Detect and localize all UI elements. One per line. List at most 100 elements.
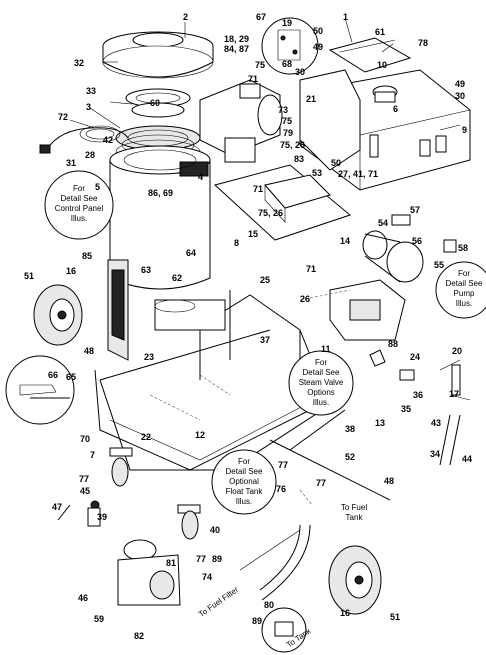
- callout: 77: [316, 478, 326, 488]
- control-panel-box: [107, 259, 129, 361]
- callout: 20: [452, 346, 462, 356]
- callout: 49: [313, 42, 323, 52]
- leader-lines: [69, 17, 461, 506]
- callout: 12: [195, 430, 205, 440]
- callout: 9: [462, 125, 467, 135]
- svg-text:Illus.: Illus.: [313, 398, 329, 407]
- callout: 4: [198, 172, 203, 182]
- label-to-fuel-tank-2: Tank: [346, 513, 364, 522]
- callout: 64: [186, 248, 196, 258]
- callout: 22: [141, 432, 151, 442]
- callout: 38: [345, 424, 355, 434]
- callout: 40: [210, 525, 220, 535]
- svg-text:For: For: [238, 457, 250, 466]
- svg-text:Pump: Pump: [454, 289, 475, 298]
- caster-front: [109, 447, 133, 487]
- callout: 34: [430, 449, 440, 459]
- note-float-tank: For Detail See Optional Float Tank Illus…: [211, 449, 277, 515]
- svg-text:Float Tank: Float Tank: [226, 487, 264, 496]
- callout: 25: [260, 275, 270, 285]
- callout: 23: [144, 352, 154, 362]
- callout: 37: [260, 335, 270, 345]
- callout: 11: [321, 344, 331, 354]
- callout: 36: [413, 390, 423, 400]
- callout: 89: [212, 554, 222, 564]
- callout: 88: [388, 339, 398, 349]
- label-to-fuel-tank: To Fuel: [341, 503, 367, 512]
- callout: 32: [74, 58, 84, 68]
- callout: 30: [295, 67, 305, 77]
- svg-text:Detail See: Detail See: [303, 368, 340, 377]
- control-plate: [213, 164, 352, 241]
- fuel-line: [269, 439, 391, 501]
- callout: 67: [256, 12, 266, 22]
- callout: 48: [84, 346, 94, 356]
- callout: 58: [458, 243, 468, 253]
- callout: 49: [455, 79, 465, 89]
- callout: 42: [103, 135, 113, 145]
- callout: 54: [378, 218, 388, 228]
- callout: 30: [455, 91, 465, 101]
- bracket-detail-inset: [261, 17, 319, 75]
- callout: 66: [48, 370, 58, 380]
- callout: 77: [278, 460, 288, 470]
- callout: 82: [134, 631, 144, 641]
- svg-text:Detail See: Detail See: [61, 194, 98, 203]
- shroud-panel: [299, 69, 361, 171]
- callout: 18, 29: [224, 34, 249, 44]
- callout: 83: [294, 154, 304, 164]
- callout: 68: [282, 59, 292, 69]
- callout: 89: [252, 616, 262, 626]
- power-cord: [39, 125, 129, 154]
- callout: 56: [412, 236, 422, 246]
- callout: 3: [86, 102, 91, 112]
- callout: 17: [449, 389, 459, 399]
- svg-text:Optional: Optional: [229, 477, 259, 486]
- callout: 75, 26: [258, 208, 283, 218]
- callout: 85: [82, 251, 92, 261]
- callout: 31: [66, 158, 76, 168]
- callout: 71: [248, 74, 258, 84]
- callout: 27, 41, 71: [338, 169, 378, 179]
- callout: 75: [255, 60, 265, 70]
- callout: 53: [312, 168, 322, 178]
- callout: 26: [300, 294, 310, 304]
- callout: 62: [172, 273, 182, 283]
- callout: 65: [66, 372, 76, 382]
- callout: 84, 87: [224, 44, 249, 54]
- callout: 44: [462, 454, 472, 464]
- callout: 21: [306, 94, 316, 104]
- callout: 35: [401, 404, 411, 414]
- svg-text:Detail See: Detail See: [446, 279, 483, 288]
- label-to-fuel-filter: To Fuel Filter: [197, 585, 240, 619]
- callout: 74: [202, 572, 212, 582]
- callout: 73: [278, 105, 288, 115]
- callout: 51: [24, 271, 34, 281]
- callout: 79: [283, 128, 293, 138]
- note-pump: For Detail See Pump Illus.: [435, 261, 486, 319]
- callout: 7: [90, 450, 95, 460]
- callout: 47: [52, 502, 62, 512]
- svg-text:Detail See: Detail See: [226, 467, 263, 476]
- callout: 76: [276, 484, 286, 494]
- callout: 63: [141, 265, 151, 275]
- callout: 72: [58, 112, 68, 122]
- callout: 24: [410, 352, 420, 362]
- callout: 13: [375, 418, 385, 428]
- callout: 71: [306, 264, 316, 274]
- svg-text:For: For: [73, 184, 85, 193]
- motor: [199, 79, 283, 163]
- callout: 86, 69: [148, 188, 173, 198]
- caster-rear: [177, 504, 201, 540]
- callout-numbers: 2 32 33 60 3 72 42 28 31 4 5 86, 69 18, …: [24, 12, 472, 641]
- svg-text:For: For: [458, 269, 470, 278]
- callout: 71: [253, 184, 263, 194]
- callout: 75: [282, 116, 292, 126]
- callout: 39: [97, 512, 107, 522]
- callout: 5: [95, 182, 100, 192]
- note-control-panel: For Detail See Control Panel Illus.: [44, 170, 114, 240]
- callout: 70: [80, 434, 90, 444]
- callout: 43: [431, 418, 441, 428]
- svg-text:Illus.: Illus.: [71, 214, 87, 223]
